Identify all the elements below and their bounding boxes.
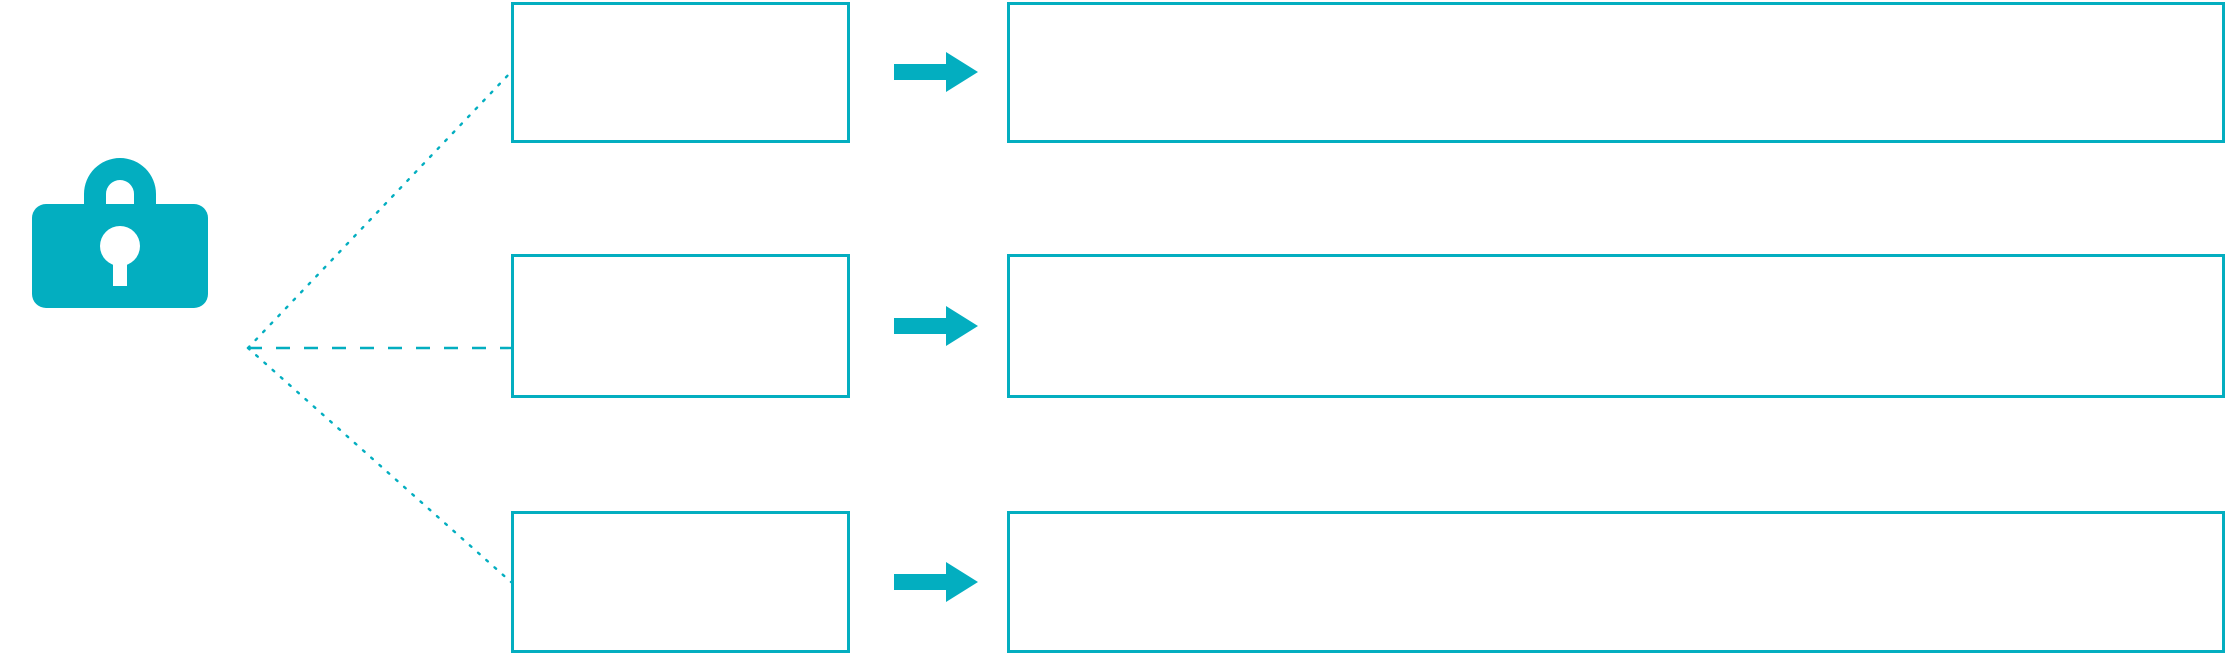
pipeline-row-2 <box>0 0 2229 398</box>
row-3-stage-1-box[interactable] <box>511 511 850 653</box>
row-3-arrow <box>894 562 978 602</box>
row-3-stage-2-box[interactable] <box>1007 511 2225 653</box>
row-1-stage-2-box[interactable] <box>1007 2 2225 143</box>
row-1-stage-1-box[interactable] <box>511 2 850 143</box>
row-2-stage-1-box[interactable] <box>511 254 850 398</box>
row-2-stage-2-box[interactable] <box>1007 254 2225 398</box>
connector-branch-bottom <box>246 346 513 584</box>
pipeline-row-1 <box>0 0 2229 150</box>
row-2-arrow <box>894 306 978 346</box>
padlock-icon <box>28 152 212 310</box>
